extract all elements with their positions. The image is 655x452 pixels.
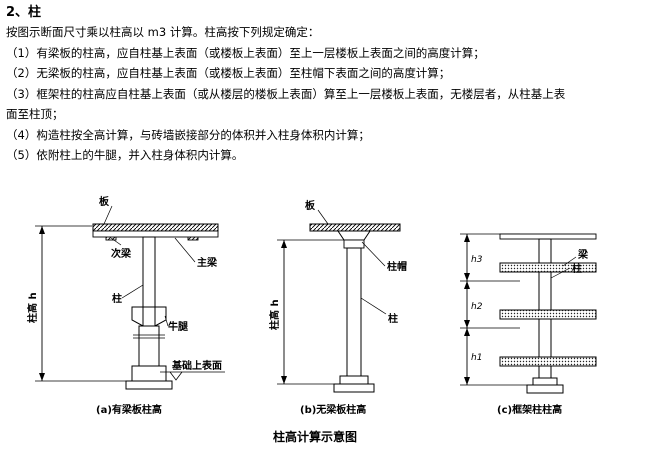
c-beam-label: 梁 xyxy=(577,248,589,261)
section-heading: 2、柱 xyxy=(6,5,42,20)
a-column-label: 柱 xyxy=(112,292,122,305)
c-column-label: 柱 xyxy=(572,262,582,275)
rule-1: （1）有梁板的柱高，应自柱基上表面（或楼板上表面）至上一层楼板上表面之间的高度计… xyxy=(6,45,485,60)
a-secondary-beam-label: 次梁 xyxy=(111,247,132,260)
section-intro: 按图示断面尺寸乘以柱高以 m3 计算。柱高按下列规定确定： xyxy=(6,25,320,39)
rule-2: （2）无梁板的柱高，应自柱基上表面（或楼板上表面）至柱帽下表面之间的高度计算； xyxy=(6,66,451,80)
b-height-label: 柱高 h xyxy=(268,299,281,330)
a-slab-label: 板 xyxy=(99,195,110,208)
a-height-label: 柱高 h xyxy=(26,292,39,323)
b-caption: (b)无梁板柱高 xyxy=(300,403,366,416)
diagram-c: 梁 柱 h3 h2 h1 (c)框架柱柱高 xyxy=(460,233,597,416)
figure-title: 柱高计算示意图 xyxy=(273,429,357,444)
diagram-a: 板 次梁 主梁 柱 牛腿 基础上表面 柱高 h (a)有梁板柱高 xyxy=(26,195,225,416)
c-h1-label: h1 xyxy=(471,353,482,363)
a-foundation-top-label: 基础上表面 xyxy=(171,359,222,372)
rule-3-continued: 面至柱顶； xyxy=(6,107,64,121)
c-caption: (c)框架柱柱高 xyxy=(497,403,562,416)
rule-5: （5）依附柱上的牛腿，并入柱身体积内计算。 xyxy=(6,148,244,162)
text-section: 2、柱 按图示断面尺寸乘以柱高以 m3 计算。柱高按下列规定确定： （1）有梁板… xyxy=(6,4,651,166)
b-slab-label: 板 xyxy=(305,199,316,212)
rule-4: （4）构造柱按全高计算，与砖墙嵌接部分的体积并入柱身体积内计算； xyxy=(6,127,370,142)
a-corbel-label: 牛腿 xyxy=(168,320,189,333)
a-main-beam-label: 主梁 xyxy=(197,256,218,269)
c-h3-label: h3 xyxy=(471,255,483,265)
c-h2-label: h2 xyxy=(471,302,483,312)
b-column-label: 柱 xyxy=(388,312,398,325)
b-capital-label: 柱帽 xyxy=(387,260,407,273)
diagram-b: 板 柱帽 柱 柱高 h (b)无梁板柱高 xyxy=(268,199,407,416)
rule-3: （3）框架柱的柱高应自柱基上表面（或从楼层的楼板上表面）算至上一层楼板上表面，无… xyxy=(6,86,566,101)
a-caption: (a)有梁板柱高 xyxy=(96,403,162,416)
